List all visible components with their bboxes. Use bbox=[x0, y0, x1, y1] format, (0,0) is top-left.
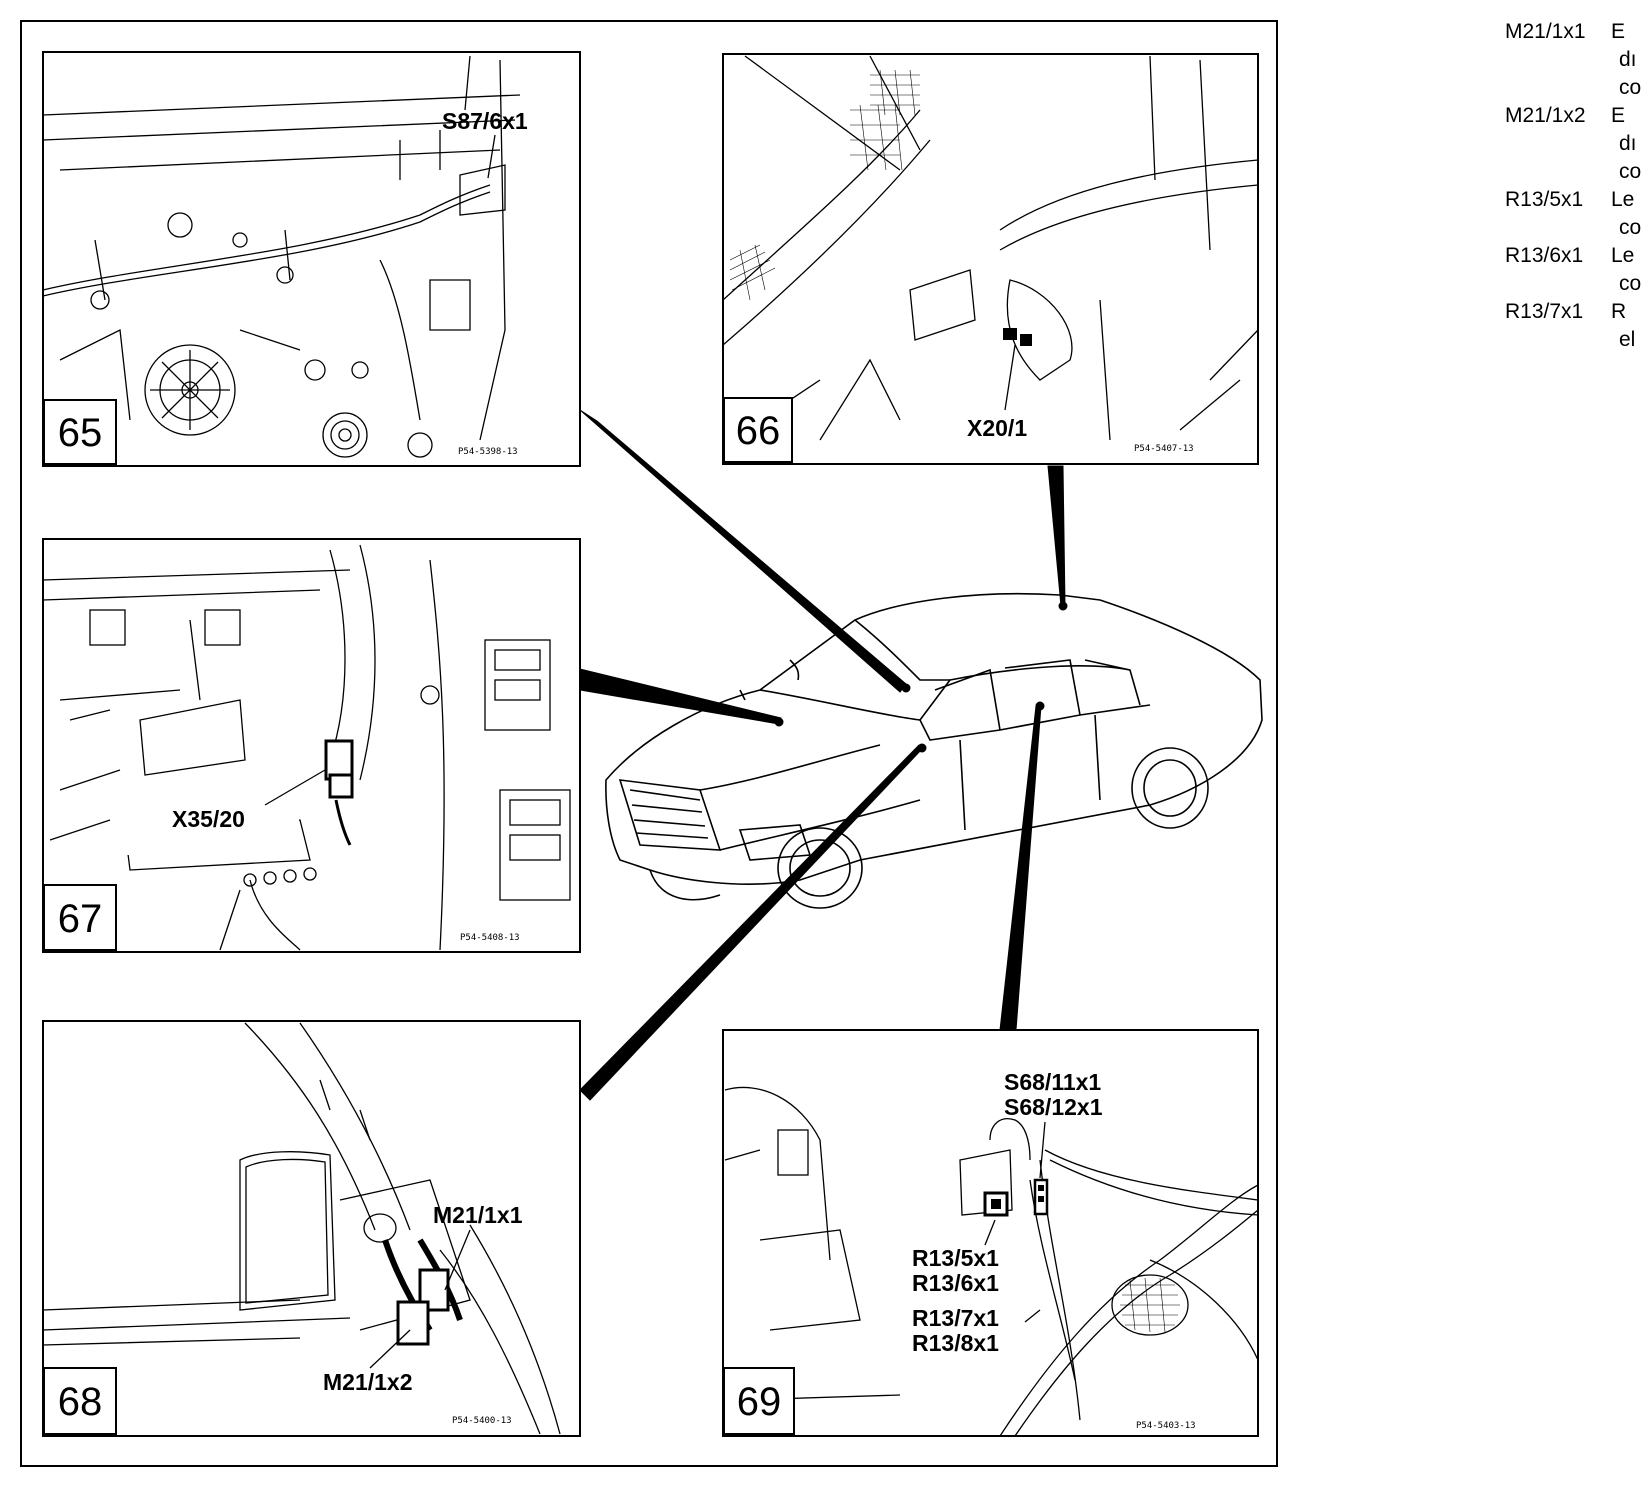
legend-text: E bbox=[1611, 104, 1626, 127]
legend-code: M21/1x2 bbox=[1505, 104, 1586, 127]
panel-69-part-number: P54-5403-13 bbox=[1136, 1421, 1196, 1431]
panel-68-number: 68 bbox=[58, 1380, 103, 1424]
panel-69: S68/11x1 S68/12x1 R13/5x1 R13/6x1 R13/7x… bbox=[722, 1029, 1259, 1437]
panel-67: X35/20 67 P54-5408-13 bbox=[42, 538, 581, 953]
callout-S68-12x1: S68/12x1 bbox=[1004, 1094, 1103, 1120]
legend-code: R13/6x1 bbox=[1505, 244, 1584, 267]
callout-R13-6x1: R13/6x1 bbox=[912, 1270, 999, 1296]
legend-text: Le bbox=[1611, 188, 1635, 211]
legend-code: R13/7x1 bbox=[1505, 300, 1584, 323]
callout-S68-11x1: S68/11x1 bbox=[1004, 1069, 1101, 1095]
legend-text: E bbox=[1611, 20, 1626, 43]
panel-67-number: 67 bbox=[58, 897, 103, 941]
panel-65: 65 P54-5398-13 S87/6x1 bbox=[42, 51, 581, 467]
legend-code: M21/1x1 bbox=[1505, 20, 1586, 43]
panel-65-number: 65 bbox=[58, 411, 103, 455]
legend-text-continued: el bbox=[1619, 328, 1636, 351]
callout-M21-1x1: M21/1x1 bbox=[433, 1202, 523, 1228]
panel-69-number: 69 bbox=[737, 1380, 782, 1424]
panel-68: M21/1x1 M21/1x2 68 P54-5400-13 bbox=[42, 1020, 581, 1437]
legend-text: Le bbox=[1611, 244, 1635, 267]
legend-row: R13/6x1 Le bbox=[1505, 242, 1645, 270]
legend-text-continued: dı bbox=[1619, 48, 1637, 71]
car-illustration bbox=[605, 592, 1263, 909]
callout-X20-1: X20/1 bbox=[967, 415, 1027, 441]
legend-text-continued: co bbox=[1619, 160, 1642, 183]
callout-R13-8x1: R13/8x1 bbox=[912, 1330, 999, 1356]
callout-S87-6x1: S87/6x1 bbox=[442, 108, 528, 134]
panel-66: 66 P54-5407-13 X20/1 bbox=[722, 53, 1259, 465]
panel-66-number: 66 bbox=[736, 409, 781, 453]
legend-row: R13/7x1 R bbox=[1505, 298, 1645, 326]
callout-M21-1x2: M21/1x2 bbox=[323, 1369, 413, 1395]
callout-R13-5x1: R13/5x1 bbox=[912, 1245, 999, 1271]
legend-row: M21/1x1 E bbox=[1505, 18, 1645, 46]
legend-text-continued: co bbox=[1619, 76, 1642, 99]
legend-row: R13/5x1 Le bbox=[1505, 186, 1645, 214]
legend-text-continued: dı bbox=[1619, 132, 1637, 155]
legend-row: M21/1x2 E bbox=[1505, 102, 1645, 130]
legend-text-continued: co bbox=[1619, 272, 1642, 295]
panel-66-part-number: P54-5407-13 bbox=[1134, 444, 1194, 454]
figure-frame bbox=[20, 20, 1278, 1467]
legend-text: R bbox=[1611, 300, 1627, 323]
leader-lines bbox=[579, 409, 1068, 1101]
callout-X35-20: X35/20 bbox=[172, 806, 245, 832]
callout-R13-7x1: R13/7x1 bbox=[912, 1305, 999, 1331]
panel-68-part-number: P54-5400-13 bbox=[452, 1416, 512, 1426]
panel-65-part-number: P54-5398-13 bbox=[458, 447, 518, 457]
legend-text-continued: co bbox=[1619, 216, 1642, 239]
legend-code: R13/5x1 bbox=[1505, 188, 1584, 211]
panel-67-part-number: P54-5408-13 bbox=[460, 933, 520, 943]
